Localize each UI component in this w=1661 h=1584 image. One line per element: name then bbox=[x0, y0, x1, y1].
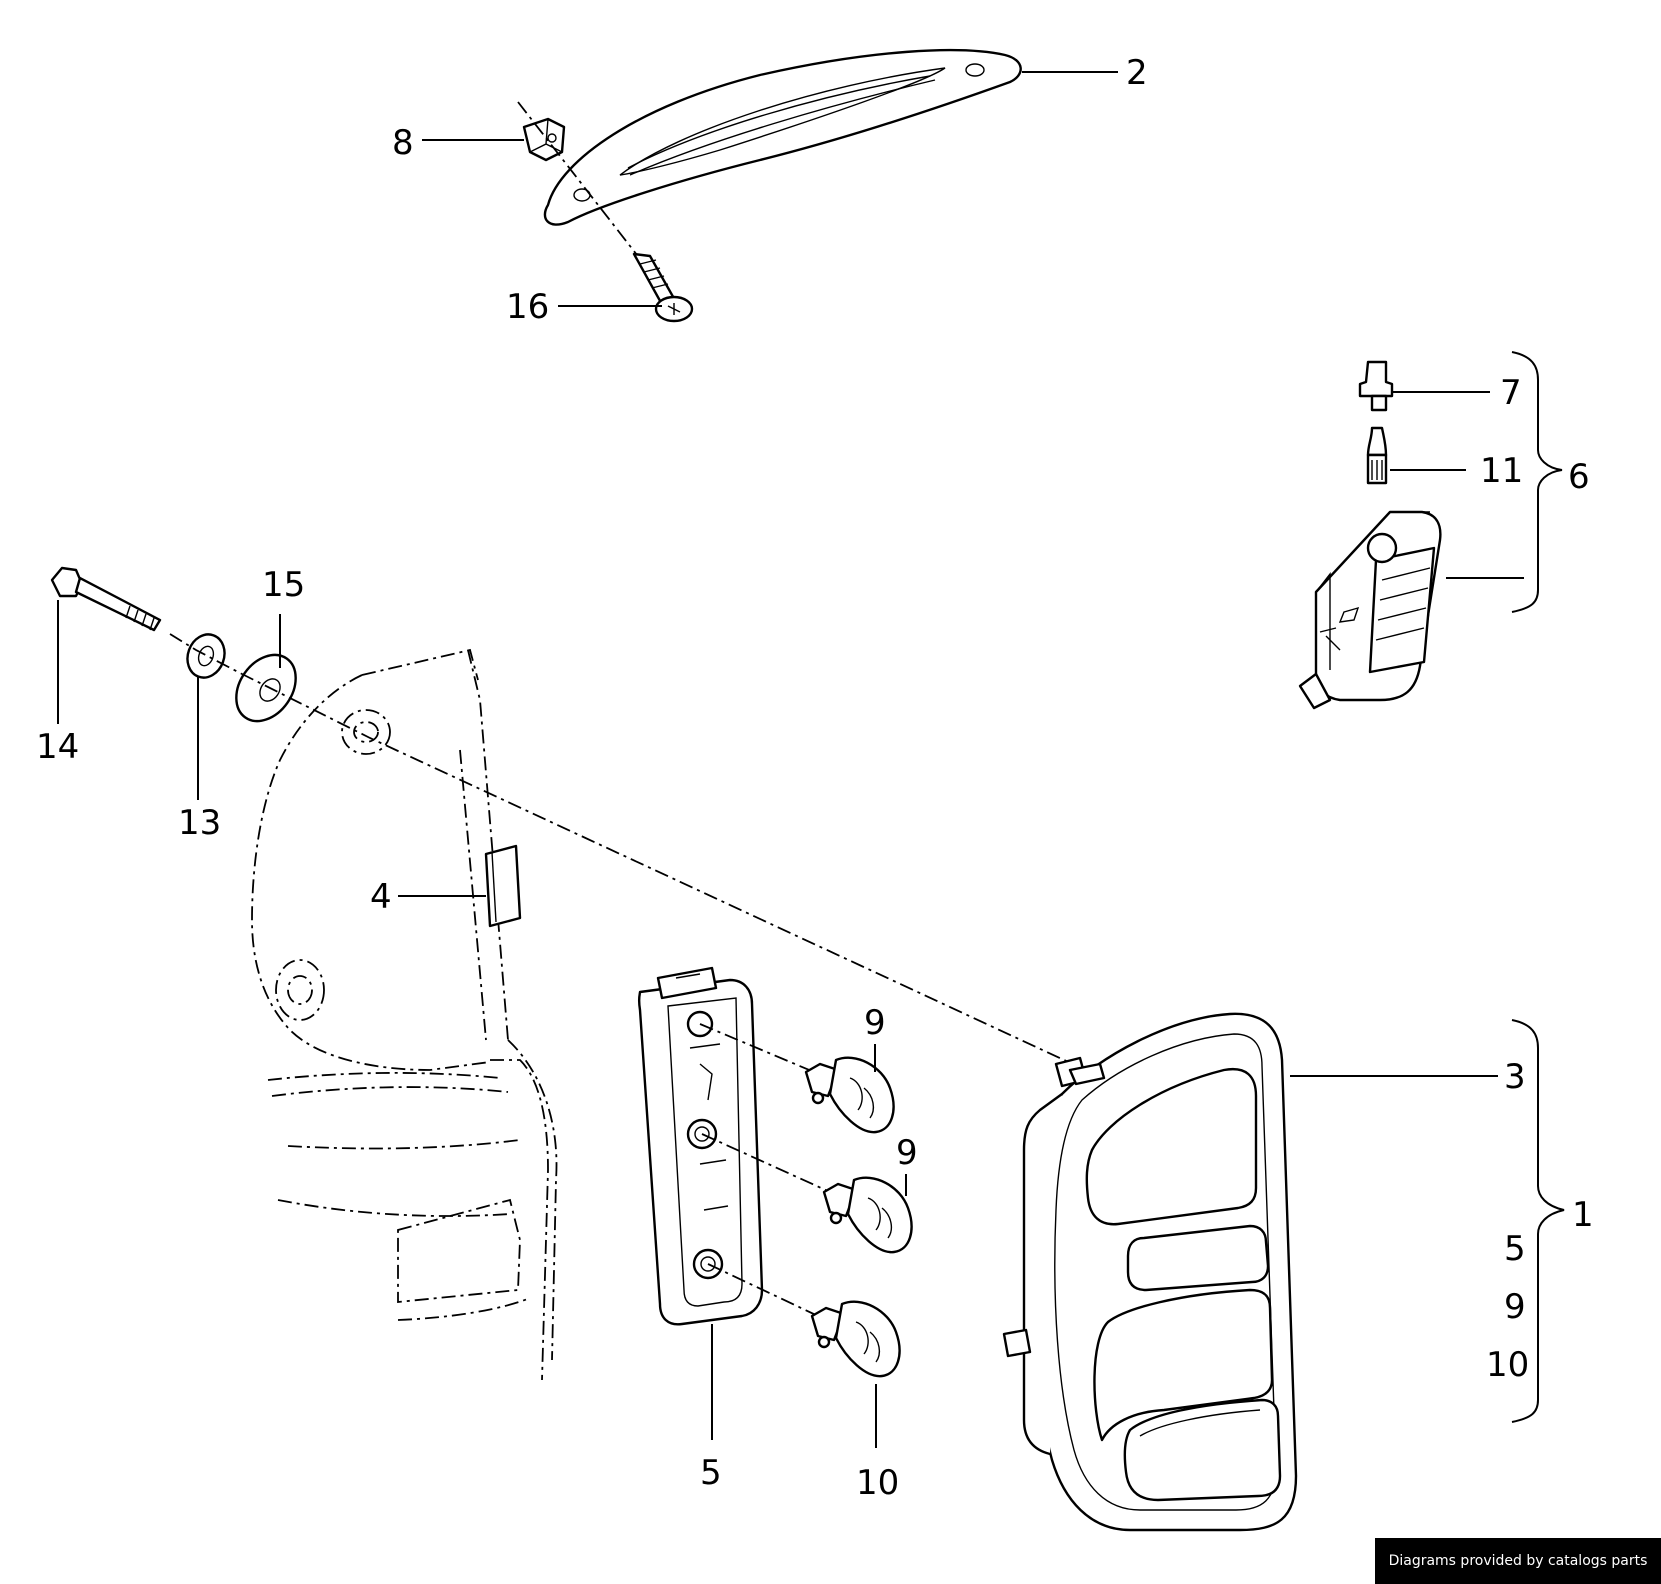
bulb-lower bbox=[810, 1300, 901, 1378]
callout-8: 8 bbox=[392, 123, 414, 163]
bulb-middle bbox=[822, 1176, 913, 1254]
callout-1: 1 bbox=[1572, 1195, 1594, 1235]
bulb-holder bbox=[637, 966, 764, 1326]
high-mount-stop-lamp bbox=[543, 48, 1022, 226]
callout-labels: 2 8 16 7 11 6 15 14 13 4 9 9 3 1 5 9 10 … bbox=[36, 53, 1594, 1503]
callout-14: 14 bbox=[36, 727, 79, 767]
callout-9-middle: 9 bbox=[896, 1133, 918, 1173]
leader-lines bbox=[57, 71, 1565, 1448]
callout-7: 7 bbox=[1500, 373, 1522, 413]
callout-9-upper: 9 bbox=[864, 1003, 886, 1043]
bolt bbox=[50, 566, 162, 632]
callout-4: 4 bbox=[370, 877, 392, 917]
wedge-bulb bbox=[1366, 426, 1388, 485]
callout-6: 6 bbox=[1568, 457, 1590, 497]
lock-washer bbox=[186, 633, 226, 679]
callout-10: 10 bbox=[856, 1463, 899, 1503]
callout-3: 3 bbox=[1504, 1057, 1526, 1097]
callout-1-sub-9: 9 bbox=[1504, 1287, 1526, 1327]
screw bbox=[632, 252, 694, 323]
callout-1-sub-10: 10 bbox=[1486, 1345, 1529, 1385]
callout-15: 15 bbox=[262, 565, 305, 605]
callout-5: 5 bbox=[700, 1453, 722, 1493]
credit-banner: Diagrams provided by catalogs parts bbox=[1375, 1538, 1661, 1584]
callout-1-sub-5: 5 bbox=[1504, 1229, 1526, 1269]
callout-2: 2 bbox=[1126, 53, 1148, 93]
callout-16: 16 bbox=[506, 287, 549, 327]
body-outline bbox=[251, 648, 558, 1381]
flat-washer bbox=[235, 653, 297, 723]
bulb-upper bbox=[804, 1056, 895, 1134]
callout-11: 11 bbox=[1480, 451, 1523, 491]
license-lamp-housing bbox=[1298, 510, 1442, 710]
callout-13: 13 bbox=[178, 803, 221, 843]
rear-combination-lamp bbox=[1002, 1012, 1298, 1532]
bulb-socket bbox=[1358, 360, 1394, 412]
bracket bbox=[484, 844, 522, 928]
